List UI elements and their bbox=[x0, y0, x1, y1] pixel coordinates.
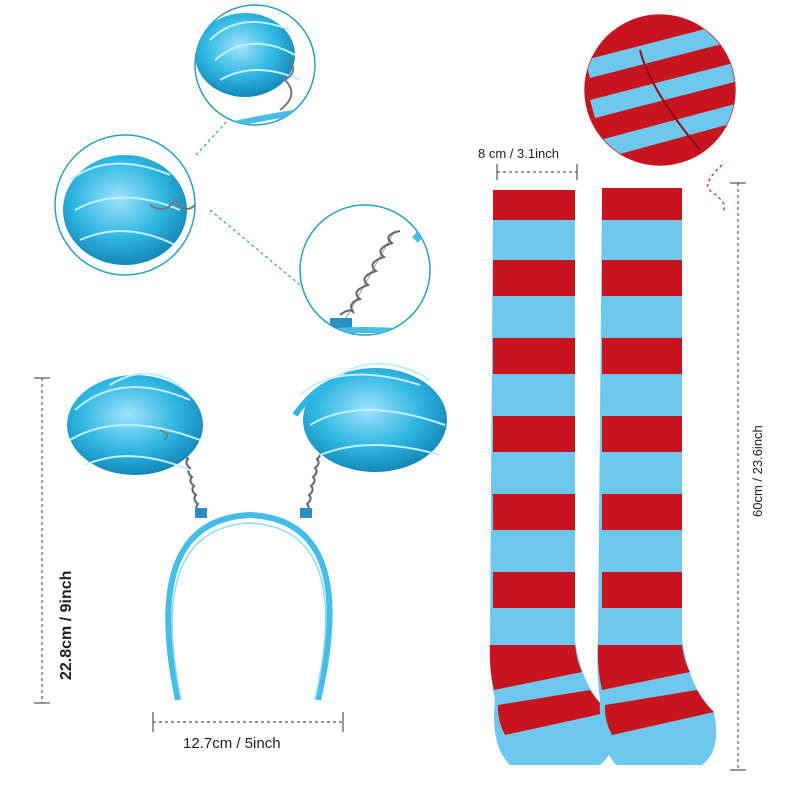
sock-width-label: 8 cm / 3.1inch bbox=[478, 146, 559, 161]
zoom-circle-hair-top bbox=[194, 4, 316, 126]
headband-height-dimension bbox=[34, 377, 50, 704]
headband bbox=[67, 362, 447, 701]
zoom-circle-hair-side bbox=[54, 134, 196, 276]
zoom-circle-spring bbox=[299, 204, 431, 336]
headband-height-label: 22.8cm / 9inch bbox=[58, 570, 75, 680]
headband-width-label: 12.7cm / 5inch bbox=[183, 735, 281, 752]
sock-callout-line bbox=[707, 164, 725, 213]
sock-right bbox=[597, 188, 717, 765]
sock-width-dimension bbox=[496, 164, 578, 180]
sock-left bbox=[489, 190, 614, 765]
hair-bun-left bbox=[67, 372, 203, 475]
sock-length-label: 60cm / 23.6inch bbox=[750, 425, 765, 517]
hair-bun-right bbox=[292, 362, 447, 472]
headband-callout-lines bbox=[195, 117, 301, 286]
zoom-circle-sock-cuff bbox=[584, 14, 736, 166]
headband-width-dimension bbox=[152, 712, 344, 732]
sock-length-dimension bbox=[730, 182, 746, 771]
